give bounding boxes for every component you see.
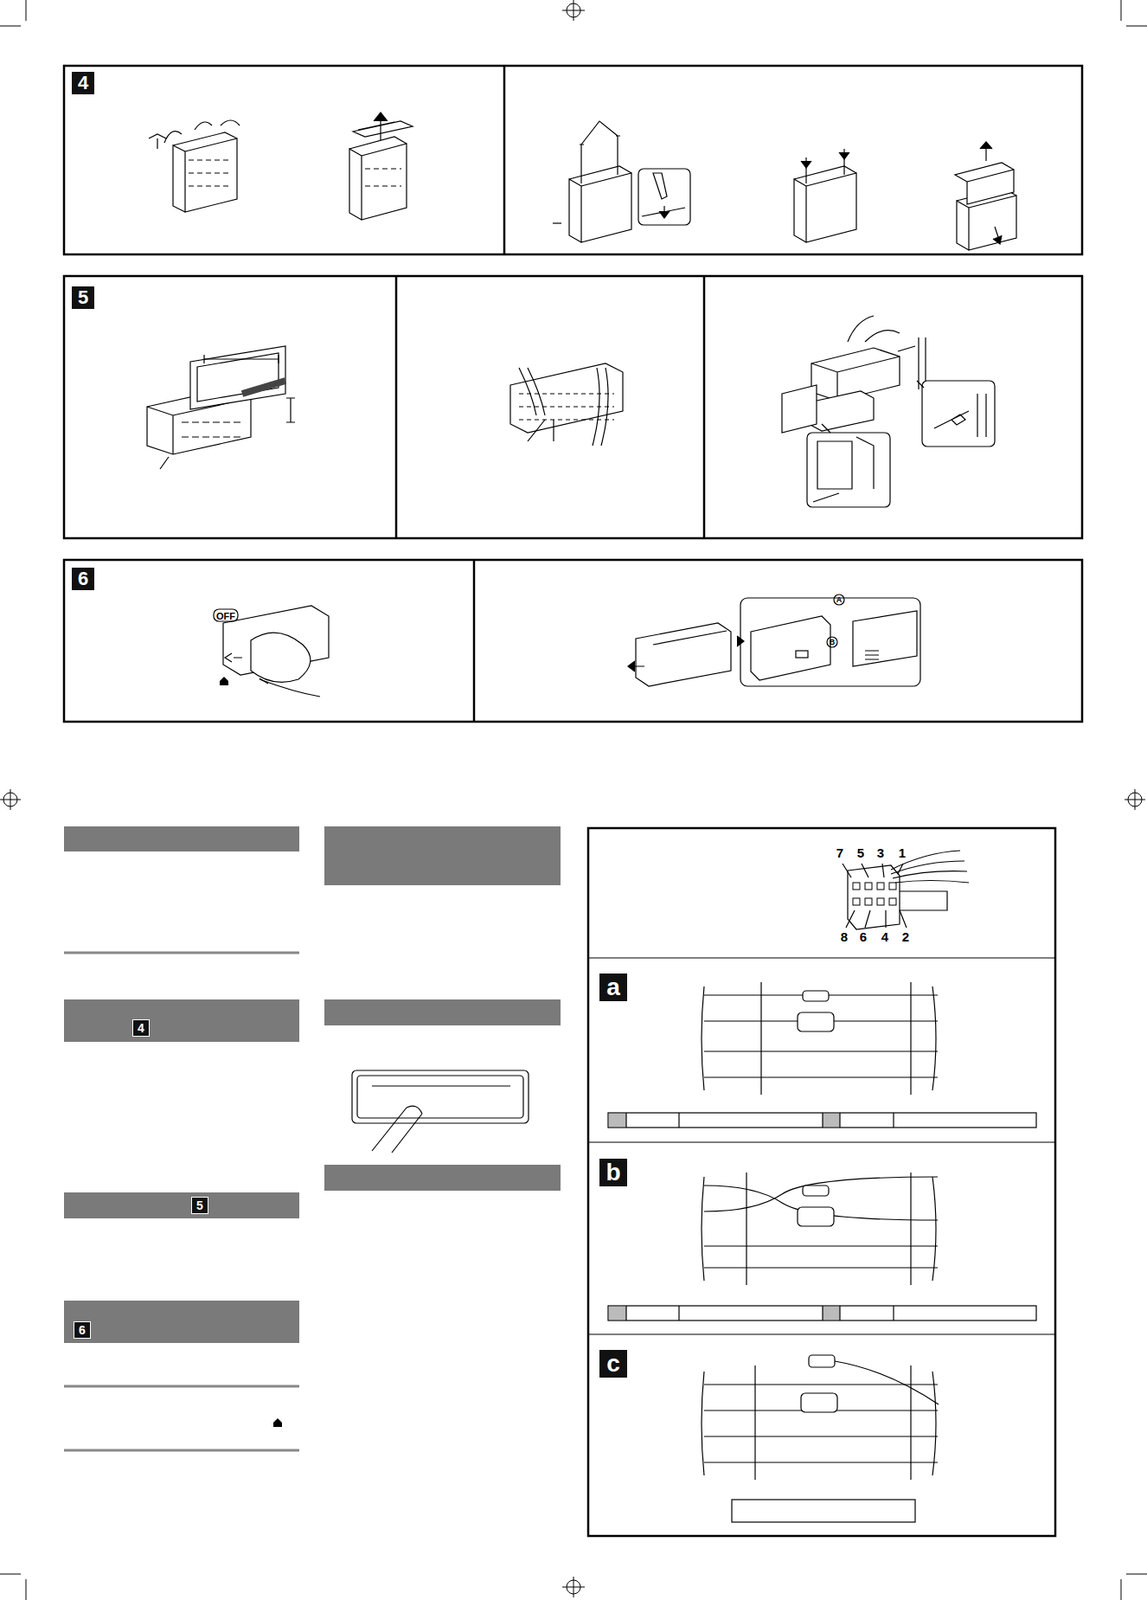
step-ref-box: 4 (132, 1018, 150, 1037)
step-number: 5 (196, 1198, 204, 1212)
step-ref-box: 6 (73, 1320, 91, 1339)
pin-number: 7 (836, 845, 844, 859)
control-label: B (829, 638, 836, 647)
step-number: b (605, 1159, 621, 1185)
pin-number: 5 (857, 845, 865, 859)
pin-number: 6 (859, 929, 867, 943)
step-number: c (606, 1351, 621, 1376)
step-badge: 5 (71, 286, 95, 309)
pin-number: 1 (898, 845, 906, 859)
step-number: 5 (77, 288, 89, 308)
step-badge: c (599, 1349, 628, 1378)
step-number: 4 (77, 73, 89, 93)
step-badge: 4 (71, 71, 95, 95)
control-label: A (836, 595, 843, 604)
step-ref-box: 5 (191, 1196, 209, 1214)
step-number: 4 (137, 1021, 145, 1034)
control-label: OFF (216, 611, 236, 622)
pin-number: 4 (881, 929, 889, 943)
pin-number: 8 (840, 929, 848, 943)
step-badge: 6 (71, 567, 95, 590)
step-number: 6 (77, 569, 89, 589)
step-badge: b (599, 1158, 628, 1186)
pin-number: 2 (902, 929, 910, 943)
step-number: 6 (78, 1323, 86, 1336)
step-number: a (606, 974, 621, 1000)
pin-number: 3 (877, 845, 885, 859)
step-badge: a (599, 973, 628, 1001)
